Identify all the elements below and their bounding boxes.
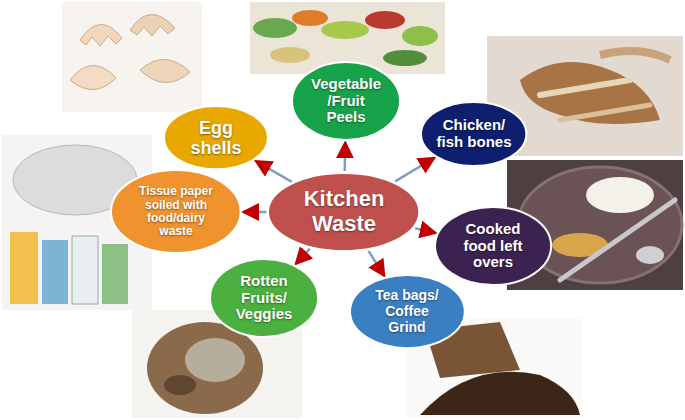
egg-shell bbox=[70, 65, 116, 89]
hub-label: Kitchen Waste bbox=[289, 187, 398, 236]
peel bbox=[270, 47, 310, 63]
carton bbox=[72, 236, 98, 304]
egg-shell bbox=[140, 59, 190, 82]
ellipse-fill bbox=[421, 102, 526, 166]
category-label: Tea bags/ Coffee Grind bbox=[366, 288, 448, 335]
spoon bbox=[560, 200, 675, 280]
peel bbox=[253, 18, 297, 38]
text-group: Vegetable /Fruit Peels bbox=[307, 76, 384, 126]
carton bbox=[102, 244, 128, 304]
arrow-connector bbox=[243, 211, 267, 214]
category-label: Tissue paper soiled with food/dairy wast… bbox=[129, 185, 222, 239]
arrow-connector bbox=[368, 251, 384, 276]
ellipse-fill bbox=[164, 106, 268, 169]
category-ellipse: Vegetable /Fruit Peels bbox=[291, 61, 401, 141]
bones bbox=[520, 62, 660, 124]
ellipse-fill bbox=[111, 170, 241, 253]
text-group: Tissue paper soiled with food/dairy wast… bbox=[129, 185, 222, 239]
category-ellipse: Tea bags/ Coffee Grind bbox=[349, 274, 466, 349]
category-label: Cooked food left overs bbox=[451, 221, 534, 271]
arrow-connector bbox=[343, 142, 346, 171]
category-label: Vegetable /Fruit Peels bbox=[307, 76, 384, 126]
ellipse-fill bbox=[435, 207, 551, 285]
ellipse-fill bbox=[350, 275, 465, 348]
ellipse-fill bbox=[268, 173, 419, 251]
arrow-connector bbox=[256, 161, 292, 182]
category-label: Rotten Fruits/ Veggies bbox=[225, 273, 302, 323]
arrow-connector bbox=[415, 228, 436, 233]
text-group: Tea bags/ Coffee Grind bbox=[366, 288, 448, 335]
ellipse-fill bbox=[210, 259, 318, 337]
text-group: Kitchen Waste bbox=[289, 187, 398, 236]
peel bbox=[292, 10, 328, 26]
text-group: Cooked food left overs bbox=[451, 221, 534, 271]
spoon-bowl bbox=[636, 246, 664, 264]
rot-spot bbox=[164, 375, 196, 395]
hub-ellipse: Kitchen Waste bbox=[267, 172, 420, 252]
peel bbox=[365, 11, 405, 29]
category-ellipse: Rotten Fruits/ Veggies bbox=[209, 258, 319, 338]
category-ellipse: Tissue paper soiled with food/dairy wast… bbox=[110, 169, 242, 254]
category-ellipse: Chicken/ fish bones bbox=[420, 101, 527, 167]
coffee-grounds bbox=[420, 372, 580, 415]
peel bbox=[402, 26, 438, 46]
text-group: Rotten Fruits/ Veggies bbox=[225, 273, 302, 323]
bone bbox=[600, 51, 670, 60]
rice bbox=[586, 177, 654, 213]
arrow-connector bbox=[395, 158, 435, 182]
mould bbox=[185, 338, 245, 382]
peel bbox=[321, 21, 369, 39]
bone bbox=[540, 80, 630, 95]
category-ellipse: Cooked food left overs bbox=[434, 206, 552, 286]
text-group: Egg shells bbox=[179, 118, 253, 158]
text-group: Chicken/ fish bones bbox=[436, 117, 511, 151]
ellipse-fill bbox=[292, 62, 400, 140]
peel bbox=[383, 50, 427, 66]
carton bbox=[10, 232, 38, 304]
carton bbox=[42, 240, 68, 304]
category-label: Chicken/ fish bones bbox=[436, 117, 511, 151]
photo-ground bbox=[62, 2, 202, 112]
egg-shell bbox=[130, 14, 175, 36]
egg-shell bbox=[80, 24, 122, 46]
category-label: Egg shells bbox=[179, 118, 253, 158]
bone bbox=[560, 105, 650, 120]
arrow-connector bbox=[296, 249, 310, 264]
egg-shell-photo bbox=[62, 2, 202, 112]
category-ellipse: Egg shells bbox=[163, 105, 269, 170]
